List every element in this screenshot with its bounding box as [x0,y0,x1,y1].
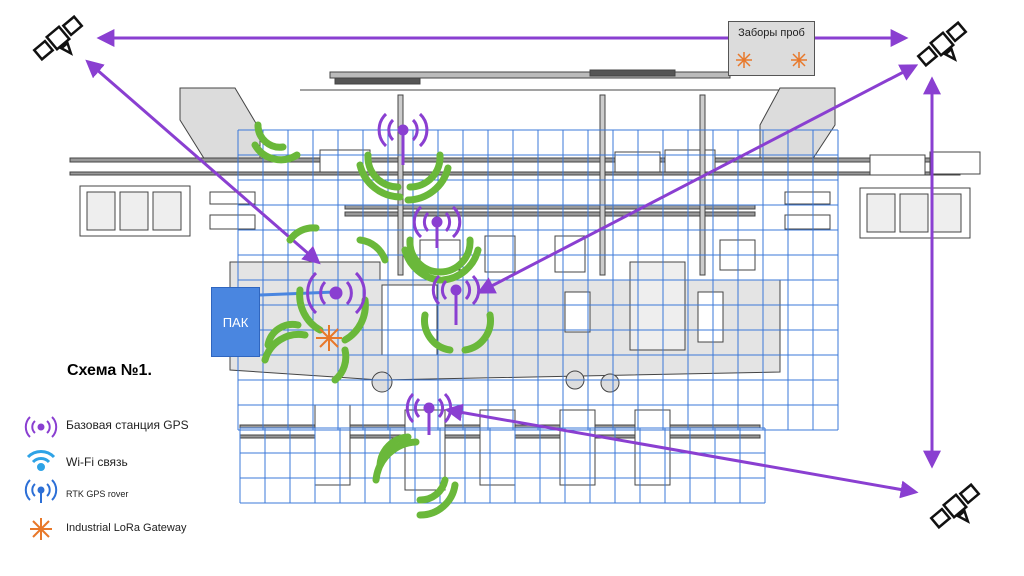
legend-icons [24,416,58,540]
lora-gateway-icon [30,518,52,540]
legend-label: Industrial LoRa Gateway [66,522,187,534]
gps-base-station-icon [24,416,58,438]
legend-item: Базовая станция GPS [66,418,189,432]
gps-base-station-icon [412,205,462,248]
pak-label: ПАК [222,314,249,330]
legend-label: Базовая станция GPS [66,418,189,432]
gps-base-station-icon [405,392,453,435]
link-bottom-right [444,403,919,499]
wifi-arc-group [356,151,452,204]
diagram-title: Схема №1. [67,362,152,379]
wifi-arc-group [421,311,494,354]
legend-label: Wi-Fi связь [66,455,128,469]
gps-base-station-icon [377,112,429,165]
legend-item: Industrial LoRa Gateway [66,522,186,534]
link-right-to-rover [476,64,919,294]
rtk-gps-rover-icon [24,479,58,503]
satellites [32,14,981,530]
lora-gateway-icon [791,52,807,68]
legend-item: Wi-Fi связь [66,455,128,469]
legend-label: RTK GPS rover [66,489,129,499]
link-left-to-station [85,59,321,265]
wifi-coverage [251,121,494,519]
lora-gateway-icons [736,52,807,68]
satellite-icon [32,14,84,62]
gps-base-station-icon [431,274,481,325]
gps-base-station-icon [306,271,366,315]
wifi-arc-group [286,224,389,384]
gps-base-stations [306,112,481,435]
wifi-arc-group [251,121,301,164]
sample-box-label: Заборы проб [738,27,805,39]
legend-item: RTK GPS rover [66,489,128,499]
sample-collection-box: Заборы проб [728,21,815,76]
pak-box: ПАК [211,287,260,357]
lora-gateway-icon [316,325,342,351]
lora-gateway-icon [736,52,752,68]
wifi-arc-group [261,320,309,364]
wifi-icon [26,450,56,471]
satellite-icon [929,482,981,530]
satellite-icon [916,20,968,68]
wifi-arc-group [372,433,459,519]
